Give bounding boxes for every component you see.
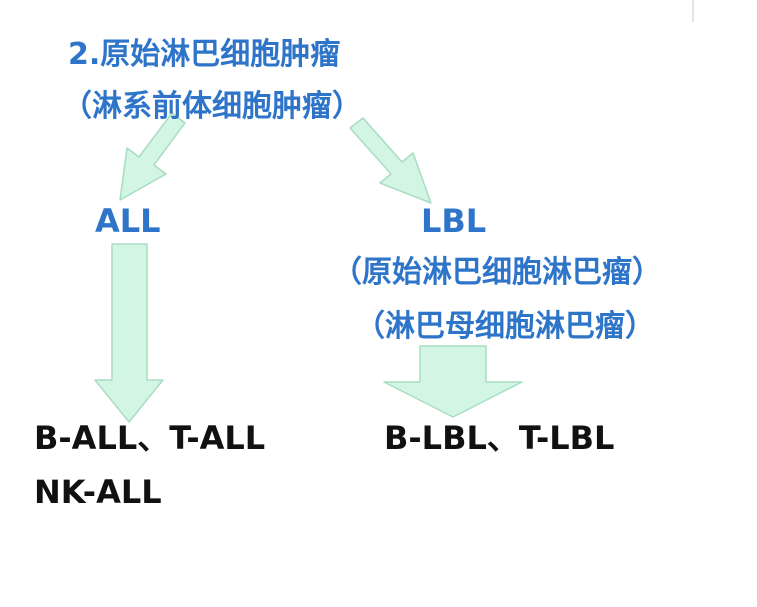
node-all: ALL [95, 202, 161, 240]
arrow-to-lbl [349, 117, 432, 204]
node-lbl: LBL [421, 202, 487, 240]
arrow-to-all [119, 112, 186, 201]
lbl-note-1: （原始淋巴细胞淋巴瘤） [332, 255, 662, 290]
slide-edge-line [692, 0, 694, 22]
arrow-all-down [94, 243, 164, 423]
page-title: 2.原始淋巴细胞肿瘤 [68, 37, 341, 72]
arrow-lbl-down [383, 345, 523, 418]
lbl-subtypes: B-LBL、T-LBL [384, 419, 615, 457]
subtitle: （淋系前体细胞肿瘤） [62, 89, 362, 124]
nk-all: NK-ALL [34, 473, 162, 511]
all-subtypes: B-ALL、T-ALL [34, 419, 266, 457]
lbl-note-2: （淋巴母细胞淋巴瘤） [355, 309, 655, 344]
